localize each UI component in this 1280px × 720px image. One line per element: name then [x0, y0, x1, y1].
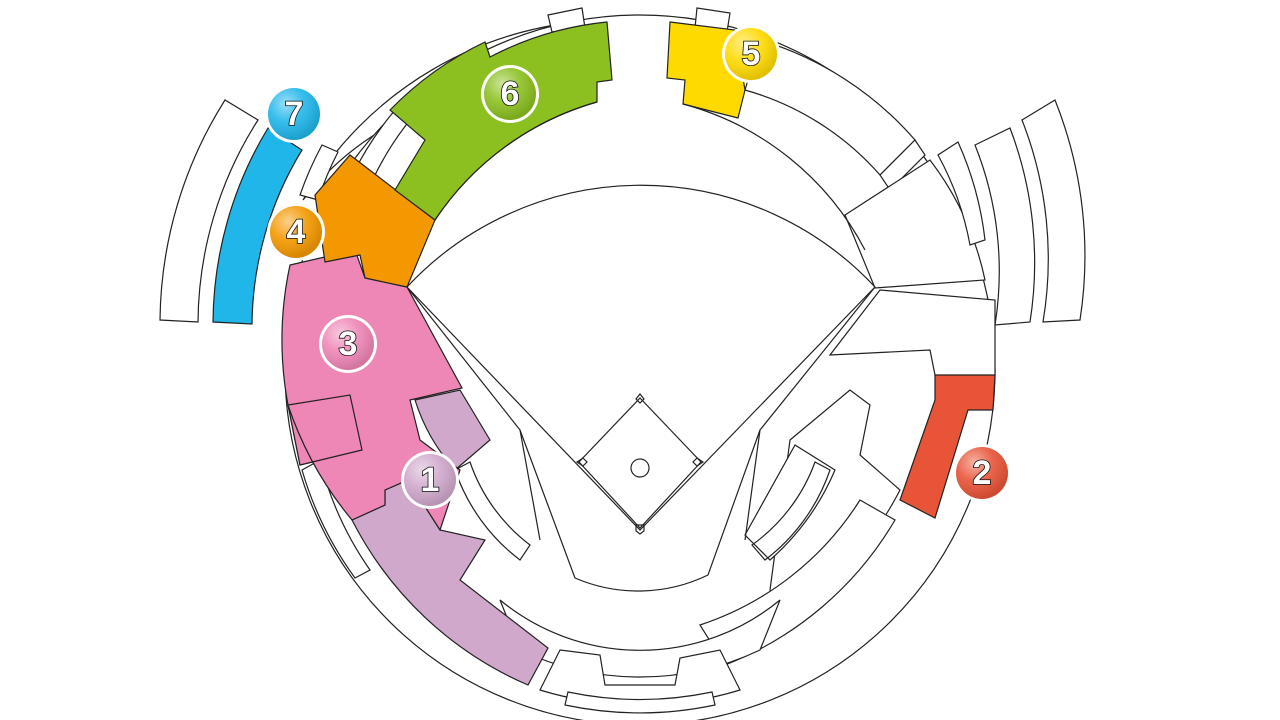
zone-badge-5[interactable]: 5 [722, 25, 780, 83]
first-base [692, 457, 705, 467]
far-right-stand-3 [937, 141, 986, 246]
zone-badge-4[interactable]: 4 [267, 203, 325, 261]
section-right-inner [744, 444, 836, 561]
outfield-edge-left [434, 101, 598, 221]
zone-badge-6[interactable]: 6 [481, 65, 539, 123]
backstop [519, 429, 761, 592]
far-right-stand-1 [1021, 99, 1086, 323]
zone-badge-2[interactable]: 2 [953, 444, 1011, 502]
zone-badge-7-label: 7 [285, 95, 304, 133]
zone-badge-5-label: 5 [742, 35, 761, 73]
zone-badge-1-label: 1 [421, 461, 440, 499]
outfield-outline [406, 184, 876, 531]
zone-badge-2-label: 2 [973, 454, 992, 492]
infield-diamond [578, 397, 702, 529]
zone-badge-4-label: 4 [287, 213, 306, 251]
far-left-stand [159, 99, 259, 323]
zone-4[interactable] [314, 154, 436, 288]
zone-2[interactable] [899, 374, 996, 519]
zone-badge-7[interactable]: 7 [265, 85, 323, 143]
second-base [635, 393, 645, 404]
section-right-mid [879, 139, 926, 191]
inner-ring-right [751, 461, 831, 561]
zone-badge-3-label: 3 [339, 325, 358, 363]
section-bottom-strip [564, 691, 716, 714]
zone-1[interactable] [351, 479, 549, 686]
inner-ring-left [454, 461, 531, 561]
zone-badge-3[interactable]: 3 [319, 315, 377, 373]
zone-1-inner[interactable] [414, 389, 491, 471]
zone-badge-6-label: 6 [501, 75, 520, 113]
outfield-edge-right [682, 103, 866, 251]
home-plate [635, 524, 645, 535]
far-right-stand-2 [974, 127, 1036, 326]
zone-badge-1[interactable]: 1 [401, 451, 459, 509]
third-base [575, 457, 588, 467]
pitchers-mound [630, 458, 650, 478]
